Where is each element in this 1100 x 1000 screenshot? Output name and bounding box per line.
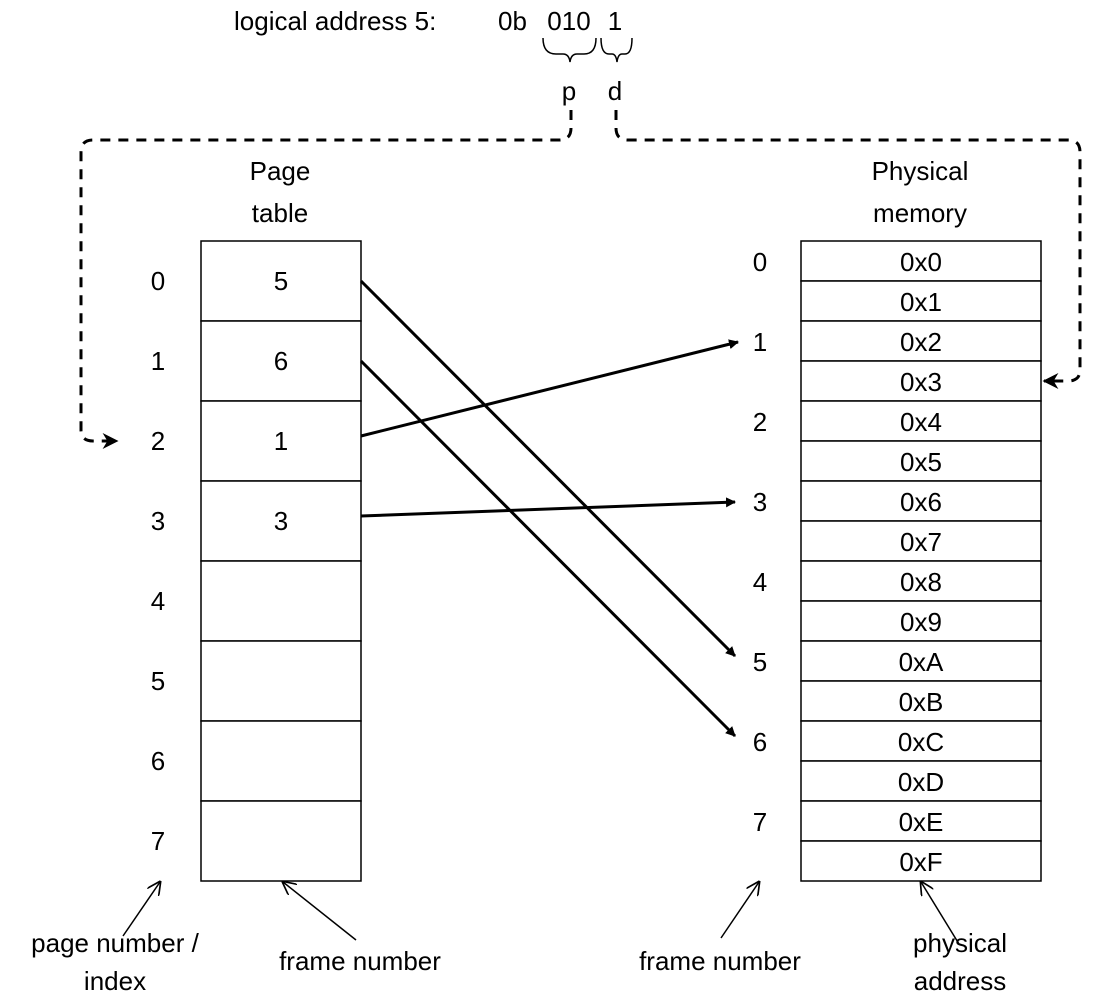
memory-address: 0x5	[900, 447, 942, 477]
memory-address: 0xD	[898, 767, 944, 797]
memory-cell	[800, 720, 1042, 762]
offset-dashed-arrow	[614, 110, 1082, 389]
mapping-arrow-page-2	[360, 339, 739, 438]
offset-bits-brace	[600, 37, 633, 63]
memory-cell	[800, 760, 1042, 802]
page-table-cell	[200, 800, 362, 882]
page-table-cell	[200, 640, 362, 722]
memory-frame-number: 3	[753, 487, 767, 517]
memory-address: 0xC	[898, 727, 944, 757]
memory-cell	[800, 560, 1042, 602]
page-table-cell	[200, 480, 362, 562]
page-table-title-line2: table	[252, 198, 308, 228]
p-label: p	[562, 76, 576, 106]
logical-address-base: 0b	[498, 6, 527, 36]
page-index-label: 5	[151, 666, 165, 696]
index-caption-line1: page number /	[31, 928, 199, 958]
offset-bits: 1	[608, 6, 622, 36]
memory-address: 0xB	[899, 687, 944, 717]
page-frame-caption-pointer	[283, 882, 357, 941]
memory-frame-caption-pointer	[720, 882, 759, 939]
page-index-label: 0	[151, 266, 165, 296]
page-table-frame-value: 3	[274, 506, 288, 536]
memory-cell	[800, 680, 1042, 722]
memory-cell	[800, 480, 1042, 522]
address-caption-line2: address	[914, 966, 1007, 996]
page-table-cell	[200, 320, 362, 402]
memory-address: 0x9	[900, 607, 942, 637]
memory-address: 0x3	[900, 367, 942, 397]
page-table-cell	[200, 400, 362, 482]
memory-address: 0x0	[900, 247, 942, 277]
memory-address: 0x7	[900, 527, 942, 557]
memory-frame-number: 4	[753, 567, 767, 597]
memory-address: 0xA	[899, 647, 944, 677]
memory-frame-number: 0	[753, 247, 767, 277]
memory-address: 0xF	[899, 847, 942, 877]
mapping-arrow-page-3	[360, 497, 736, 518]
logical-address-prefix: logical address 5:	[234, 6, 436, 36]
page-table-cell	[200, 240, 362, 322]
memory-frame-number: 2	[753, 407, 767, 437]
page-table-frame-value: 6	[274, 346, 288, 376]
page-index-label: 7	[151, 826, 165, 856]
page-index-dashed-arrow	[79, 110, 573, 449]
page-index-label: 2	[151, 426, 165, 456]
address-caption-line1: physical	[913, 928, 1007, 958]
page-bits-brace	[542, 37, 597, 63]
memory-frame-number: 1	[753, 327, 767, 357]
index-caption-line2: index	[84, 966, 146, 996]
memory-cell	[800, 240, 1042, 282]
memory-frame-number: 7	[753, 807, 767, 837]
page-index-label: 4	[151, 586, 165, 616]
page-table-frame-value: 5	[274, 266, 288, 296]
page-table-cell	[200, 560, 362, 642]
page-index-label: 1	[151, 346, 165, 376]
logical-address: logical address 5: 0b 010 1 p d	[234, 6, 633, 106]
memory-address: 0x1	[900, 287, 942, 317]
page-table: 5 0 6 1 1 2 3 3 4 5 6 7	[151, 240, 362, 882]
memory-address: 0x6	[900, 487, 942, 517]
memory-cell	[800, 280, 1042, 322]
page-table-frame-caption: frame number	[279, 946, 441, 976]
d-label: d	[608, 76, 622, 106]
memory-frame-number: 5	[753, 647, 767, 677]
page-bits: 010	[547, 6, 590, 36]
physical-memory: 0x0 0x1 0x2 0x3 0x4 0x5 0x6 0x7 0x8 0x9 0xA 0xB 0xC 0…	[753, 240, 1042, 882]
page-table-cell	[200, 720, 362, 802]
memory-frame-caption: frame number	[639, 946, 801, 976]
page-index-label: 6	[151, 746, 165, 776]
index-caption-pointer	[122, 882, 160, 937]
address-caption-pointer	[921, 882, 960, 945]
memory-cell	[800, 520, 1042, 562]
page-table-title-line1: Page	[250, 156, 311, 186]
physical-memory-title-line2: memory	[873, 198, 967, 228]
memory-cell	[800, 840, 1042, 882]
memory-address: 0xE	[899, 807, 944, 837]
physical-memory-title-line1: Physical	[872, 156, 969, 186]
memory-frame-number: 6	[753, 727, 767, 757]
memory-cell	[800, 600, 1042, 642]
memory-cell	[800, 640, 1042, 682]
page-table-frame-value: 1	[274, 426, 288, 456]
mapping-arrow-page-0	[359, 279, 737, 658]
memory-address: 0x8	[900, 567, 942, 597]
page-to-frame-mappings	[359, 279, 739, 738]
memory-address: 0x2	[900, 327, 942, 357]
mapping-arrow-page-1	[359, 359, 737, 738]
memory-cell	[800, 320, 1042, 362]
memory-address: 0x4	[900, 407, 942, 437]
page-index-label: 3	[151, 506, 165, 536]
